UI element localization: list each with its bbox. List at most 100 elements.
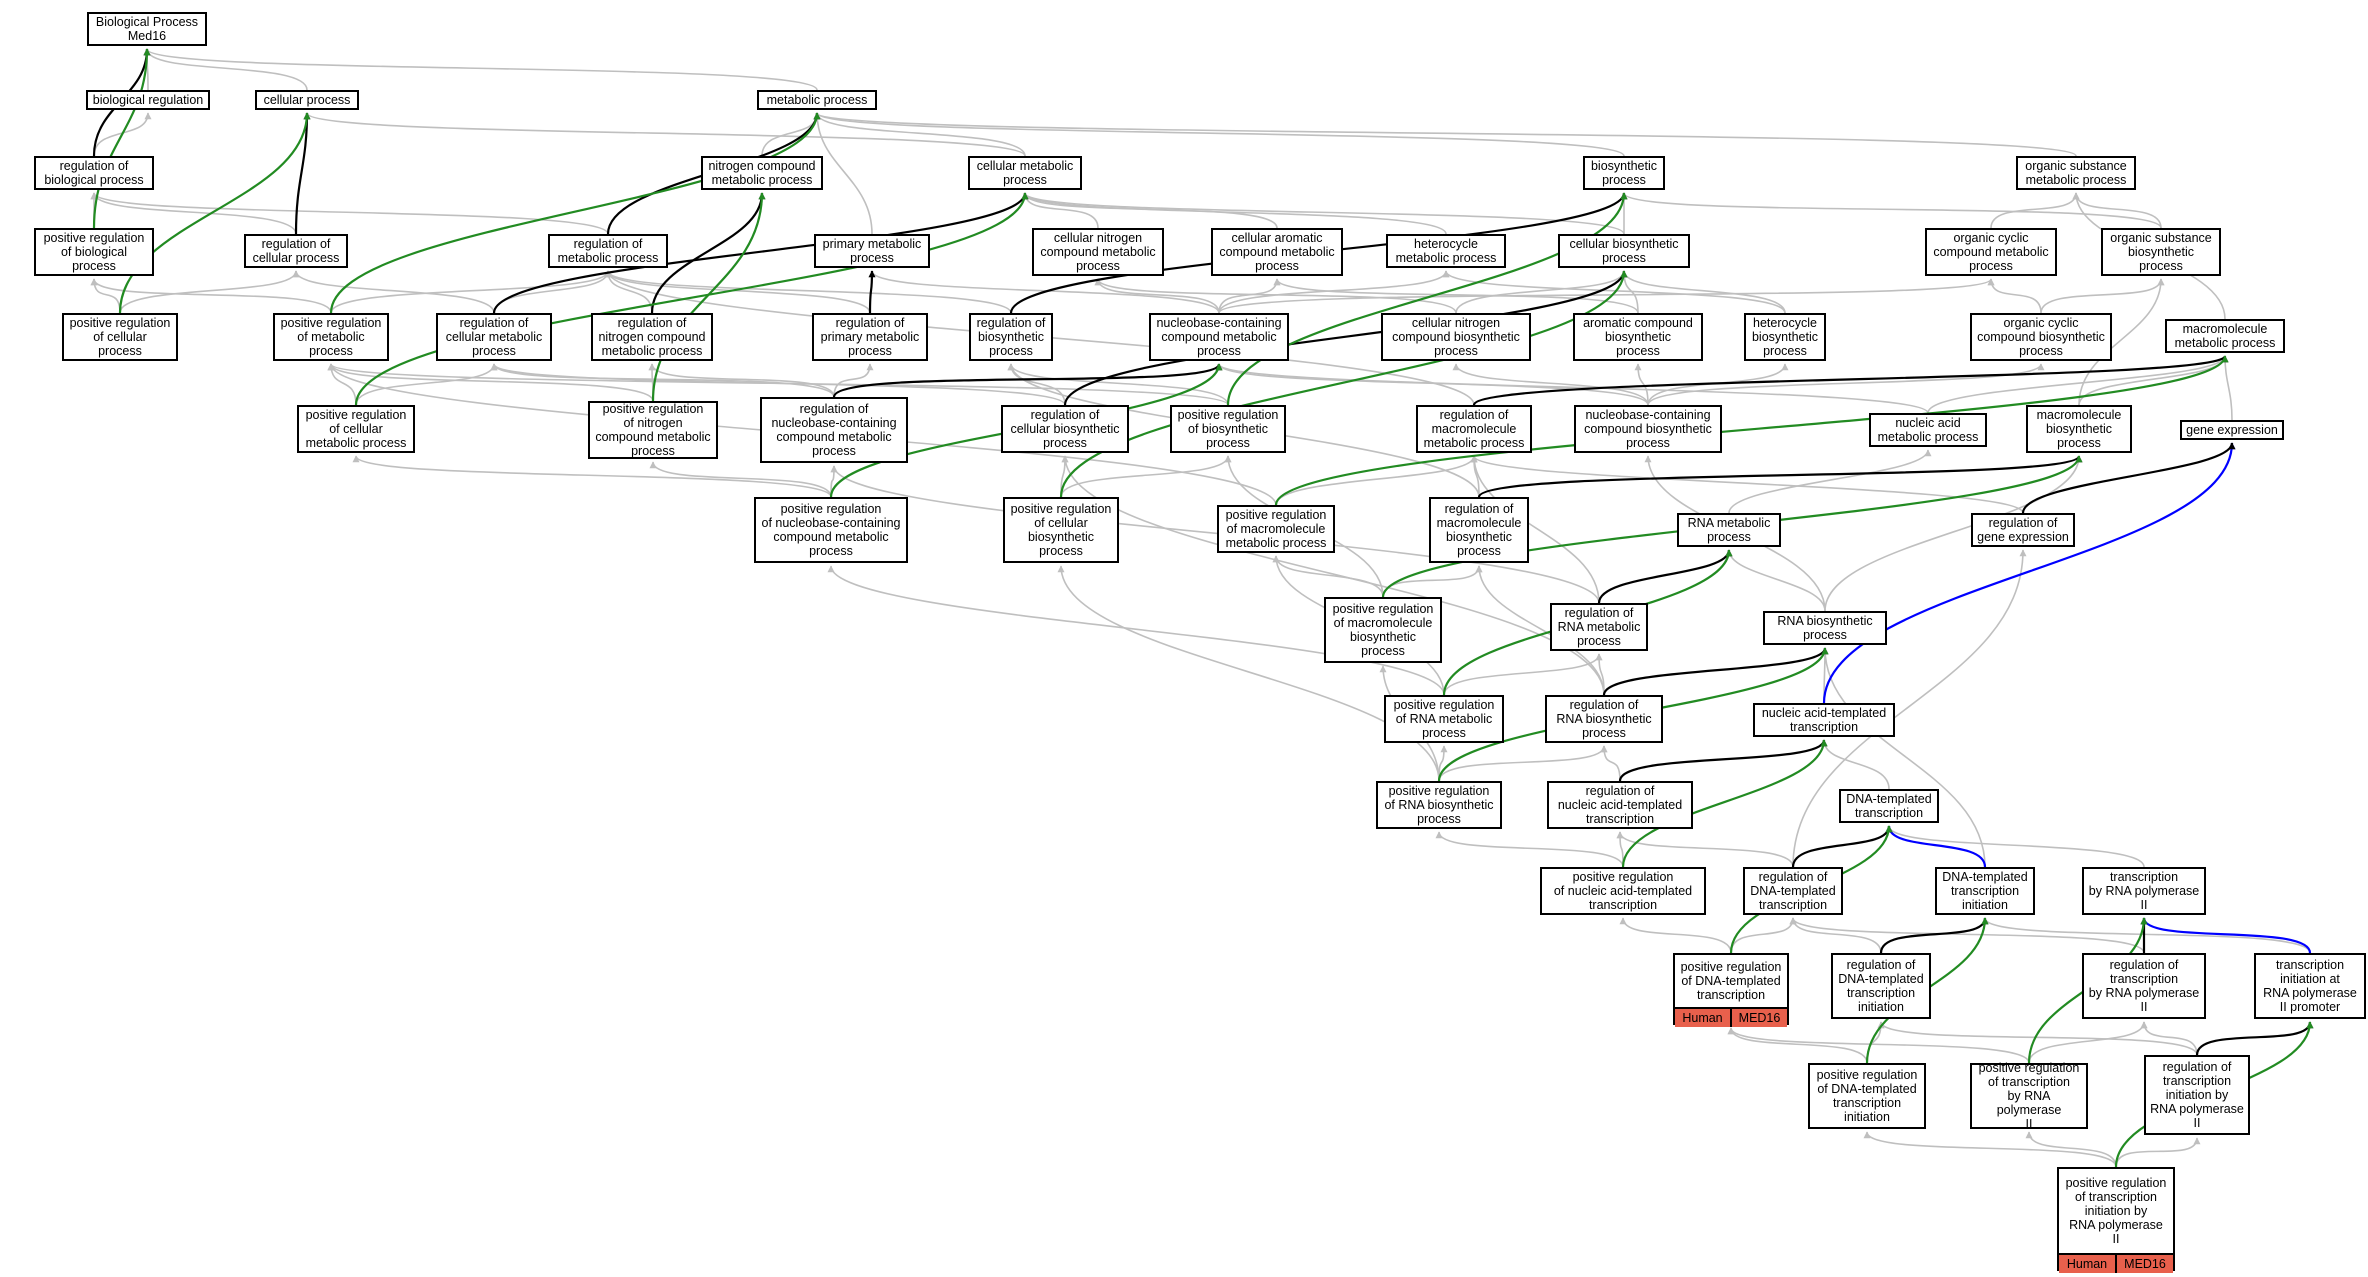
- edge-default: [1061, 455, 1605, 696]
- node-biosynthetic-process[interactable]: biosynthetic process: [1583, 156, 1665, 190]
- node-cellular-process[interactable]: cellular process: [255, 90, 359, 110]
- edge-default: [1792, 549, 2027, 868]
- node-nucleic-acid-templated-transcription[interactable]: nucleic acid-templated transcription: [1753, 703, 1895, 737]
- node-reg-rna-metabolic-process[interactable]: regulation of RNA metabolic process: [1550, 603, 1648, 651]
- node-reg-rna-biosynthetic-process[interactable]: regulation of RNA biosynthetic process: [1545, 695, 1663, 743]
- node-biological-regulation[interactable]: biological regulation: [86, 90, 210, 110]
- edge-default: [604, 270, 1012, 314]
- edge-default: [1990, 192, 2080, 229]
- node-reg-transcription-initiation-by-rna-pol-ii[interactable]: regulation of transcription initiation b…: [2144, 1055, 2250, 1135]
- edge-default: [1789, 917, 1882, 954]
- node-reg-metabolic-process[interactable]: regulation of metabolic process: [548, 234, 668, 268]
- node-reg-cellular-biosynthetic-process[interactable]: regulation of cellular biosynthetic proc…: [1001, 405, 1129, 453]
- node-dna-templated-transcription[interactable]: DNA-templated transcription: [1839, 789, 1939, 823]
- node-organic-substance-biosynthetic-process[interactable]: organic substance biosynthetic process: [2101, 228, 2221, 276]
- edge-default: [2140, 1021, 2198, 1056]
- node-pos-reg-macromolecule-metabolic-process[interactable]: positive regulation of macromolecule met…: [1217, 505, 1335, 553]
- node-cellular-nitrogen-compound-metabolic-process[interactable]: cellular nitrogen compound metabolic pro…: [1032, 228, 1164, 276]
- node-label: positive regulation of DNA-templated tra…: [1680, 960, 1782, 1002]
- node-organic-cyclic-compound-metabolic-process[interactable]: organic cyclic compound metabolic proces…: [1925, 228, 2057, 276]
- node-reg-primary-metabolic-process[interactable]: regulation of primary metabolic process: [812, 313, 928, 361]
- node-nitrogen-compound-metabolic-process[interactable]: nitrogen compound metabolic process: [701, 156, 823, 190]
- node-reg-transcription-by-rna-pol-ii[interactable]: regulation of transcription by RNA polym…: [2082, 953, 2206, 1019]
- node-cellular-biosynthetic-process[interactable]: cellular biosynthetic process: [1558, 234, 1690, 268]
- edge-default: [1620, 270, 1786, 314]
- node-pos-reg-biological-process[interactable]: positive regulation of biological proces…: [34, 228, 154, 276]
- node-pos-reg-transcription-by-rna-pol-ii[interactable]: positive regulation of transcription by …: [1970, 1061, 2088, 1131]
- edge-positively-regulates: [1621, 739, 1828, 868]
- node-pos-reg-nucleobase-containing-compound-metabolic-process[interactable]: positive regulation of nucleobase-contai…: [754, 497, 908, 563]
- node-dna-templated-transcription-initiation[interactable]: DNA-templated transcription initiation: [1935, 867, 2035, 915]
- node-reg-macromolecule-biosynthetic-process[interactable]: regulation of macromolecule biosynthetic…: [1429, 497, 1529, 563]
- node-transcription-initiation-at-rna-pol-ii-promoter[interactable]: transcription initiation at RNA polymera…: [2254, 953, 2366, 1019]
- edge-is-a: [1791, 825, 1893, 868]
- node-nucleobase-containing-compound-biosynthetic-process[interactable]: nucleobase-containing compound biosynthe…: [1574, 405, 1722, 453]
- edge-default: [1634, 363, 1649, 406]
- node-reg-gene-expression[interactable]: regulation of gene expression: [1971, 513, 2075, 547]
- node-pos-reg-biosynthetic-process[interactable]: positive regulation of biosynthetic proc…: [1170, 405, 1286, 453]
- node-macromolecule-metabolic-process[interactable]: macromolecule metabolic process: [2165, 319, 2285, 353]
- edge-default: [1789, 917, 2145, 954]
- edge-default: [90, 278, 121, 314]
- node-reg-nucleic-acid-templated-transcription[interactable]: regulation of nucleic acid-templated tra…: [1547, 781, 1693, 829]
- node-reg-cellular-metabolic-process[interactable]: regulation of cellular metabolic process: [436, 313, 552, 361]
- node-pos-reg-cellular-metabolic-process[interactable]: positive regulation of cellular metaboli…: [297, 405, 415, 453]
- node-rna-metabolic-process[interactable]: RNA metabolic process: [1677, 513, 1781, 547]
- edge-default: [830, 465, 838, 498]
- node-reg-macromolecule-metabolic-process[interactable]: regulation of macromolecule metabolic pr…: [1416, 405, 1532, 453]
- node-cellular-metabolic-process[interactable]: cellular metabolic process: [968, 156, 1082, 190]
- edge-default: [2221, 355, 2233, 421]
- node-rna-biosynthetic-process[interactable]: RNA biosynthetic process: [1763, 611, 1887, 645]
- node-pos-reg-cellular-biosynthetic-process[interactable]: positive regulation of cellular biosynth…: [1003, 497, 1119, 563]
- edge-positively-regulates: [1226, 192, 1628, 406]
- edge-part-of: [1822, 442, 2236, 704]
- node-metabolic-process[interactable]: metabolic process: [757, 90, 877, 110]
- node-pos-reg-cellular-process[interactable]: positive regulation of cellular process: [62, 313, 178, 361]
- node-reg-dna-templated-transcription[interactable]: regulation of DNA-templated transcriptio…: [1743, 867, 1843, 915]
- edge-default: [1007, 363, 1229, 406]
- node-reg-cellular-process[interactable]: regulation of cellular process: [244, 234, 348, 268]
- node-primary-metabolic-process[interactable]: primary metabolic process: [814, 234, 930, 268]
- node-pos-reg-metabolic-process[interactable]: positive regulation of metabolic process: [273, 313, 389, 361]
- node-pos-reg-dna-templated-transcription-initiation[interactable]: positive regulation of DNA-templated tra…: [1808, 1063, 1926, 1129]
- node-cellular-aromatic-compound-metabolic-process[interactable]: cellular aromatic compound metabolic pro…: [1211, 228, 1343, 276]
- edge-default: [1885, 825, 2145, 868]
- node-pos-reg-nitrogen-compound-metabolic-process[interactable]: positive regulation of nitrogen compound…: [588, 401, 718, 459]
- node-heterocycle-metabolic-process[interactable]: heterocycle metabolic process: [1386, 234, 1506, 268]
- node-organic-cyclic-compound-biosynthetic-process[interactable]: organic cyclic compound biosynthetic pro…: [1970, 313, 2112, 361]
- node-pos-reg-dna-templated-transcription[interactable]: positive regulation of DNA-templated tra…: [1673, 953, 1789, 1027]
- edge-default: [327, 363, 654, 402]
- node-pos-reg-rna-metabolic-process[interactable]: positive regulation of RNA metabolic pro…: [1384, 695, 1504, 743]
- node-pos-reg-transcription-initiation-by-rna-pol-ii[interactable]: positive regulation of transcription ini…: [2057, 1167, 2175, 1273]
- node-nucleobase-containing-compound-metabolic-process[interactable]: nucleobase-containing compound metabolic…: [1149, 313, 1289, 361]
- edge-default: [90, 278, 332, 314]
- edge-default: [761, 112, 821, 157]
- node-organic-substance-metabolic-process[interactable]: organic substance metabolic process: [2016, 156, 2136, 190]
- edge-default: [1215, 363, 1649, 406]
- edge-default: [1927, 355, 2229, 414]
- node-reg-biological-process[interactable]: regulation of biological process: [34, 156, 154, 190]
- edge-is-a: [2195, 1021, 2314, 1056]
- edge-default: [1620, 192, 2162, 229]
- node-gene-expression[interactable]: gene expression: [2180, 420, 2284, 440]
- node-cellular-nitrogen-compound-biosynthetic-process[interactable]: cellular nitrogen compound biosynthetic …: [1381, 313, 1531, 361]
- node-reg-nucleobase-containing-compound-metabolic-process[interactable]: regulation of nucleobase-containing comp…: [760, 397, 908, 463]
- edge-positively-regulates: [329, 112, 821, 314]
- node-bp[interactable]: Biological Process Med16: [87, 12, 207, 46]
- node-transcription-by-rna-pol-ii[interactable]: transcription by RNA polymerase II: [2082, 867, 2206, 915]
- node-macromolecule-biosynthetic-process[interactable]: macromolecule biosynthetic process: [2026, 405, 2132, 453]
- node-nucleic-acid-metabolic-process[interactable]: nucleic acid metabolic process: [1869, 413, 1987, 447]
- node-reg-biosynthetic-process[interactable]: regulation of biosynthetic process: [969, 313, 1053, 361]
- node-pos-reg-nucleic-acid-templated-transcription[interactable]: positive regulation of nucleic acid-temp…: [1540, 867, 1706, 915]
- edge-default: [1057, 565, 1440, 782]
- node-pos-reg-rna-biosynthetic-process[interactable]: positive regulation of RNA biosynthetic …: [1376, 781, 1502, 829]
- node-aromatic-compound-biosynthetic-process[interactable]: aromatic compound biosynthetic process: [1573, 313, 1703, 361]
- node-reg-nitrogen-compound-metabolic-process[interactable]: regulation of nitrogen compound metaboli…: [591, 313, 713, 361]
- node-pos-reg-macromolecule-biosynthetic-process[interactable]: positive regulation of macromolecule bio…: [1324, 597, 1442, 663]
- node-reg-dna-templated-transcription-initiation[interactable]: regulation of DNA-templated transcriptio…: [1831, 953, 1931, 1019]
- edge-is-a: [492, 192, 1029, 314]
- node-heterocycle-biosynthetic-process[interactable]: heterocycle biosynthetic process: [1744, 313, 1826, 361]
- edge-default: [352, 455, 832, 498]
- edge-default: [1021, 192, 1625, 235]
